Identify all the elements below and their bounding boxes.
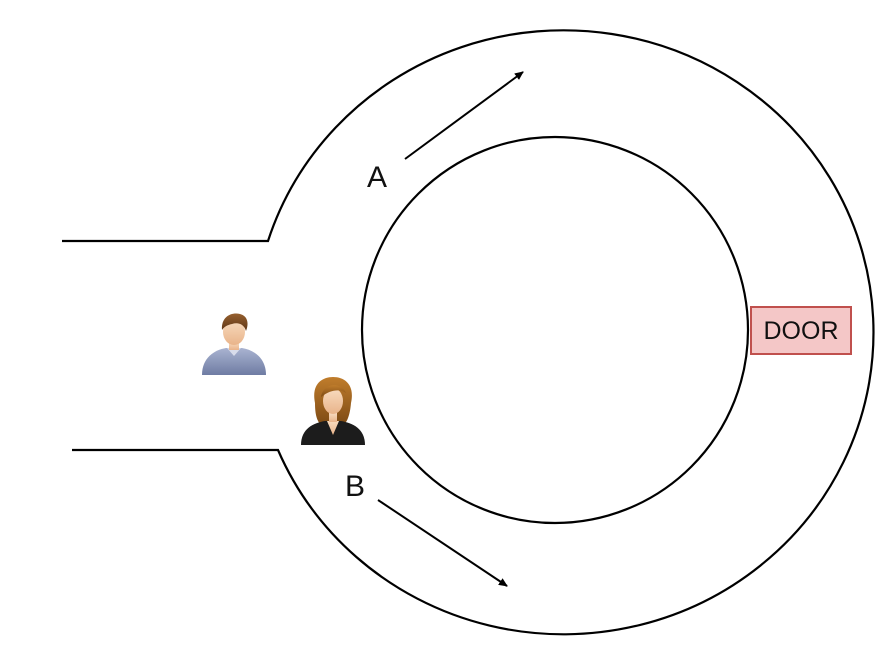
outer-road-outline bbox=[62, 29, 875, 636]
man-person-icon bbox=[202, 313, 266, 375]
door-box: DOOR bbox=[750, 306, 852, 355]
door-label: DOOR bbox=[764, 317, 839, 345]
inner-island bbox=[360, 135, 750, 525]
arrow-b bbox=[377, 499, 508, 587]
label-b: B bbox=[345, 470, 365, 503]
arrow-a bbox=[404, 71, 524, 160]
woman-person-icon bbox=[301, 377, 365, 445]
door-rect bbox=[750, 306, 852, 355]
label-a: A bbox=[367, 161, 387, 194]
